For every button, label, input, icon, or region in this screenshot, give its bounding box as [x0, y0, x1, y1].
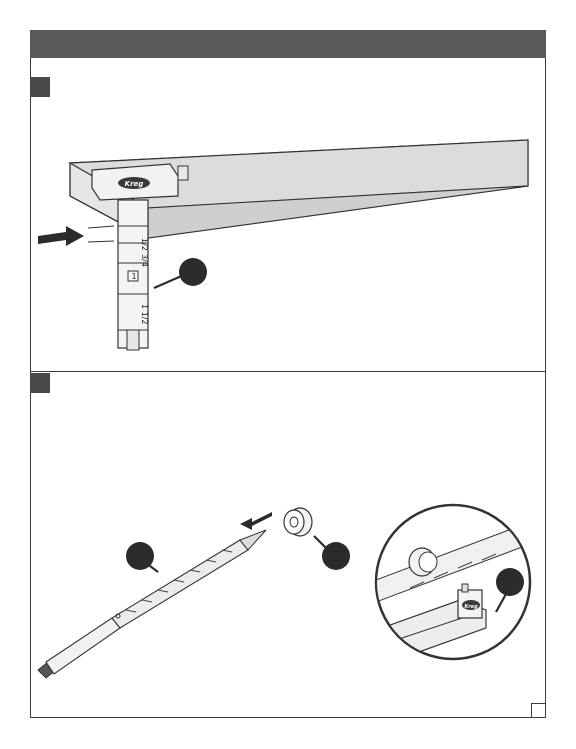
step-2-illustration: Kreg — [30, 372, 546, 718]
brand-mark-step-1: Kreg — [125, 180, 144, 188]
detail-magnified-view: Kreg — [376, 505, 530, 659]
drill-bit-callout — [126, 542, 158, 572]
step-1-callout — [154, 258, 207, 288]
header-bar — [30, 30, 546, 58]
gauge-label-one: 1 — [131, 272, 136, 281]
push-arrow-icon — [38, 226, 114, 246]
gauge-label-half: 1/2 — [140, 238, 149, 251]
step-1-illustration: Kreg 1/2 3/4 1 1 1/2 — [30, 78, 546, 370]
stop-collar-callout — [314, 536, 350, 570]
stop-collar-illustration — [284, 508, 312, 536]
depth-gauge-tool: Kreg 1/2 3/4 1 1 1/2 — [92, 164, 188, 350]
detail-callout — [496, 568, 524, 596]
slide-arrow-icon — [240, 512, 272, 530]
gauge-label-three-quarter: 3/4 — [140, 254, 149, 267]
gauge-label-one-half: 1 1/2 — [140, 304, 149, 325]
brand-mark-step-2: Kreg — [464, 604, 478, 610]
brand-logo-step-1: Kreg — [118, 177, 150, 189]
brand-logo-step-2: Kreg — [462, 600, 480, 610]
page-number-box — [531, 703, 546, 718]
